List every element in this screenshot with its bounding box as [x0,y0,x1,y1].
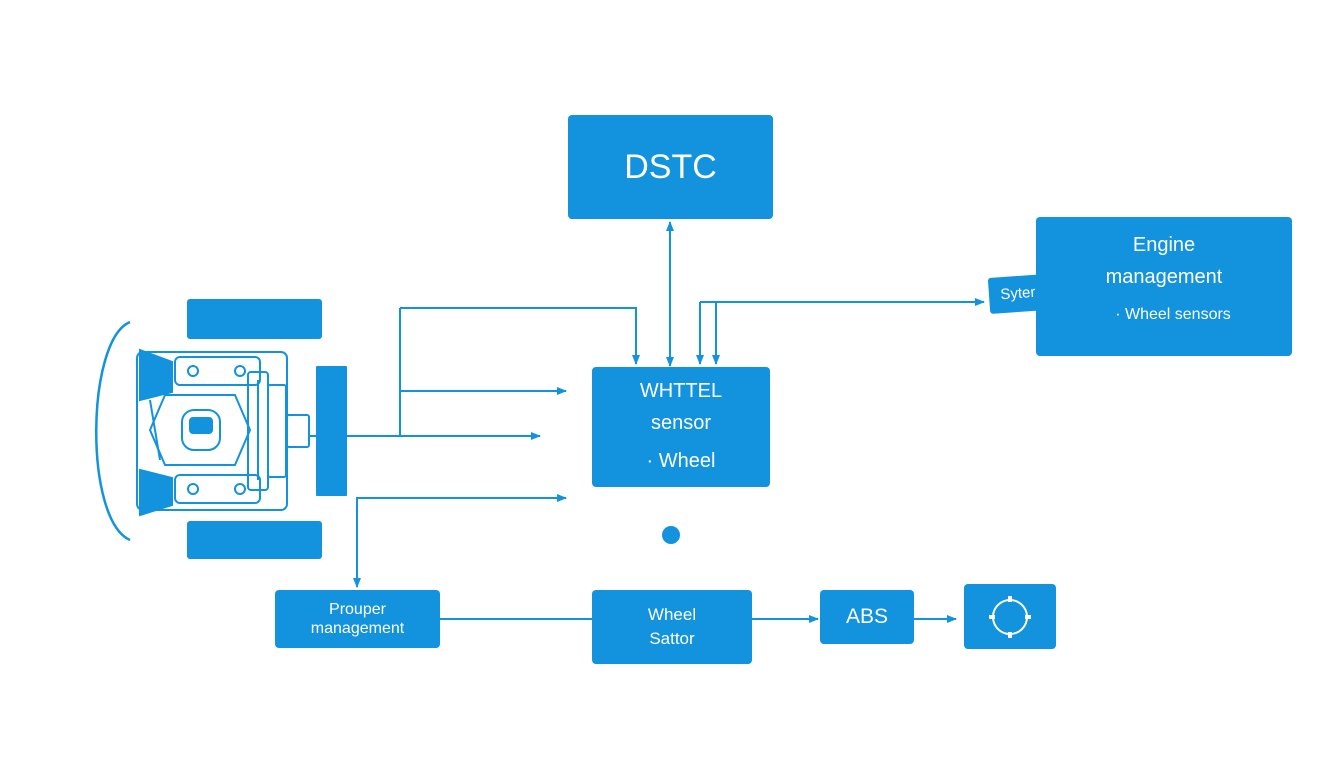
dstc-box: DSTC [568,115,773,219]
prouper-box-line2: management [310,620,405,637]
wheel-sensor-box: WHTTEL sensor · Wheel [592,367,770,487]
abs-label: ABS [845,605,889,629]
engine-management-box: Engine management · Wheel sensors [1036,217,1292,356]
abs-box: ABS [820,590,914,644]
system-tag: Syter [987,274,1049,314]
prouper-box-line1: Prouper [329,600,386,618]
target-box [964,584,1056,649]
sattor-box-line1: Wheel [647,604,697,624]
system-tag-label: Syter [999,283,1037,304]
engine-box-title: Engine [1132,234,1196,256]
wheel-bottom-block [187,521,322,559]
engine-box-subtitle: management [1105,266,1223,288]
sattor-box-line2: Sattor [649,629,695,648]
sensor-box-bullet: · Wheel [646,450,716,472]
engine-box-bullet: · Wheel sensors [1115,306,1231,323]
dstc-label: DSTC [624,147,717,186]
connector-lines [309,221,985,623]
junction-dot [662,526,680,544]
wheel-assembly-drawing [95,320,310,542]
crosshair-icon [989,595,1031,638]
wheel-sattor-box: Wheel Sattor [592,590,752,664]
sensor-box-subtitle: sensor [650,412,712,434]
wheel-hub-block [316,366,347,496]
prouper-management-box: Prouper management [275,590,440,648]
wheel-top-block [187,299,322,339]
sensor-box-title: WHTTEL [639,380,723,402]
